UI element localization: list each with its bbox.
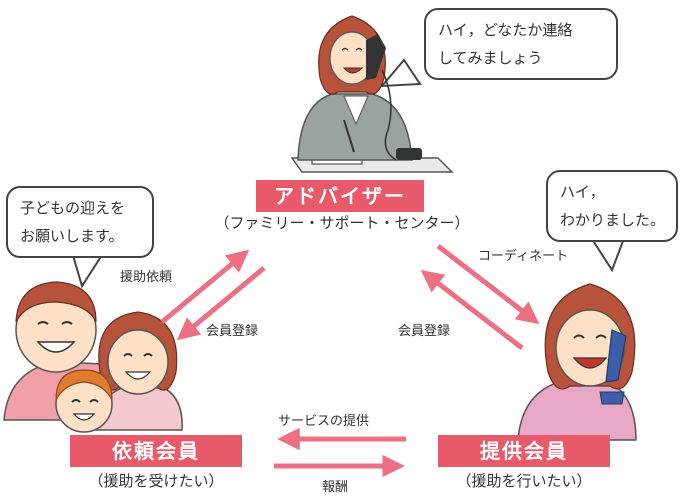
requester-bubble-line-2: お願いします。 <box>20 227 124 245</box>
advisor-bubble-tail <box>379 58 422 88</box>
provider-figure-icon <box>517 283 637 441</box>
requester-speech-bubble: 子どもの迎えを お願いします。 <box>6 186 154 258</box>
requester-bubble-line-1: 子どもの迎えを <box>20 199 126 217</box>
arrow-support-request <box>160 249 250 324</box>
label-payment: 報酬 <box>322 480 349 495</box>
requester-family-icon <box>3 281 183 433</box>
provider-bubble-line-1: ハイ， <box>560 183 605 201</box>
provider-title: 提供会員 <box>438 435 610 467</box>
label-registration-right: 会員登録 <box>398 324 451 339</box>
requester-title: 依頼会員 <box>70 435 242 467</box>
requester-subtitle: （援助を受けたい） <box>88 472 224 490</box>
provider-bubble-line-2: わかりました。 <box>560 211 666 229</box>
advisor-figure-icon <box>290 15 454 173</box>
arrow-registration-left <box>176 266 266 341</box>
advisor-subtitle: （ファミリー・サポート・センター） <box>214 214 470 232</box>
provider-subtitle: （援助を行いたい） <box>456 472 592 490</box>
label-registration-left: 会員登録 <box>206 324 259 339</box>
advisor-bubble-line-2: してみましょう <box>438 49 543 67</box>
provider-speech-bubble: ハイ， わかりました。 <box>546 170 678 242</box>
label-coordinate: コーディネート <box>478 249 569 264</box>
label-support-request: 援助依頼 <box>120 270 173 285</box>
advisor-bubble-line-1: ハイ，どなたか連絡 <box>438 21 573 39</box>
arrow-coordinate <box>436 244 540 325</box>
label-service-provision: サービスの提供 <box>278 414 370 429</box>
arrow-registration-right <box>420 269 524 350</box>
advisor-title: アドバイザー <box>256 180 424 212</box>
advisor-speech-bubble: ハイ，どなたか連絡 してみましょう <box>424 8 618 80</box>
